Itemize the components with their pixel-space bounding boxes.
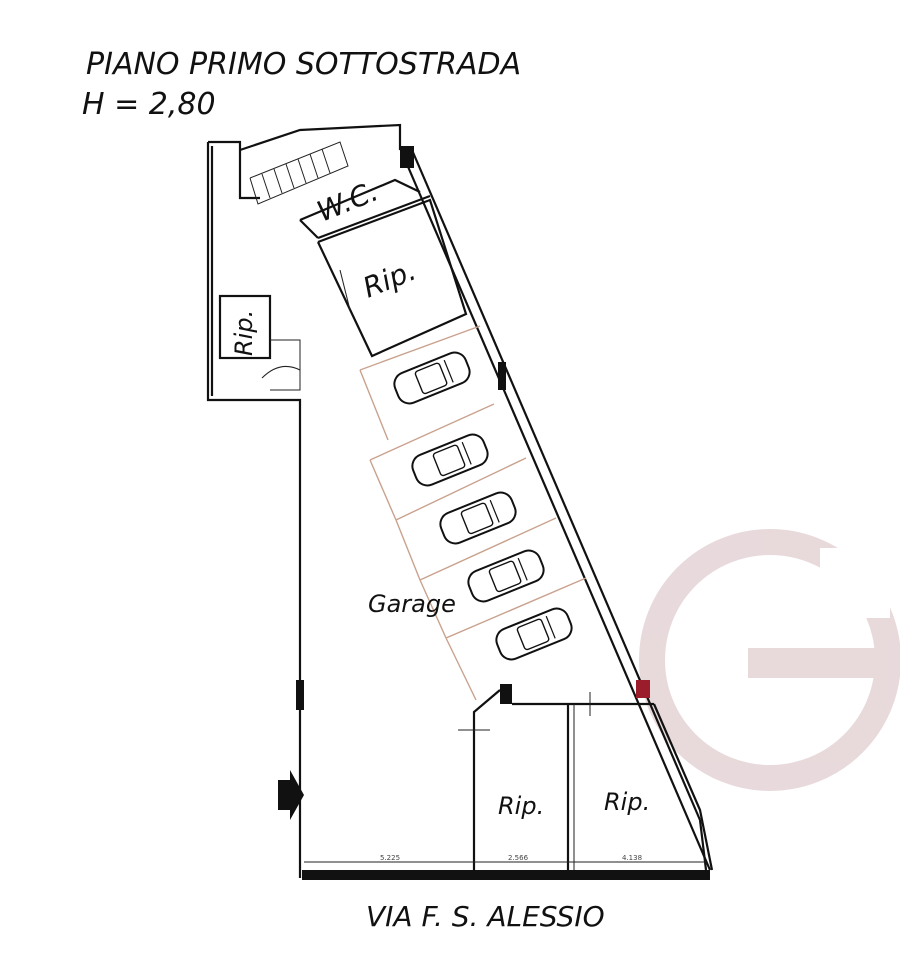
room-label-rip-bottom-left: Rip.	[498, 792, 544, 820]
staircase	[249, 141, 349, 205]
car-icon	[411, 433, 489, 487]
g-logo-watermark	[639, 529, 900, 791]
dimension-1: 5.225	[380, 854, 400, 862]
room-label-wc: W.C.	[312, 174, 383, 228]
floor-height-label: H = 2,80	[82, 87, 216, 122]
car-icon	[439, 491, 517, 545]
car-icon	[467, 549, 545, 603]
street-name: VIA F. S. ALESSIO	[366, 900, 605, 933]
car-icon	[495, 607, 573, 661]
room-label-rip-bottom-right: Rip.	[604, 788, 650, 816]
arrow-right-icon	[278, 770, 304, 820]
bottom-rooms	[458, 684, 714, 871]
car-icon	[393, 351, 471, 405]
wc-room	[299, 178, 431, 240]
rip-left-room	[218, 294, 301, 391]
room-label-garage: Garage	[368, 590, 456, 618]
outer-walls	[206, 123, 712, 880]
dimension-2: 2.566	[508, 854, 529, 862]
room-label-rip-top: Rip.	[358, 254, 420, 305]
rip-top-room	[317, 198, 468, 358]
room-label-rip-left: Rip.	[230, 310, 258, 356]
dimension-line: 5.225 2.566 4.138	[304, 854, 706, 863]
floor-title: PIANO PRIMO SOTTOSTRADA	[86, 47, 522, 82]
parking-stalls	[359, 325, 587, 701]
dimension-3: 4.138	[622, 854, 642, 862]
